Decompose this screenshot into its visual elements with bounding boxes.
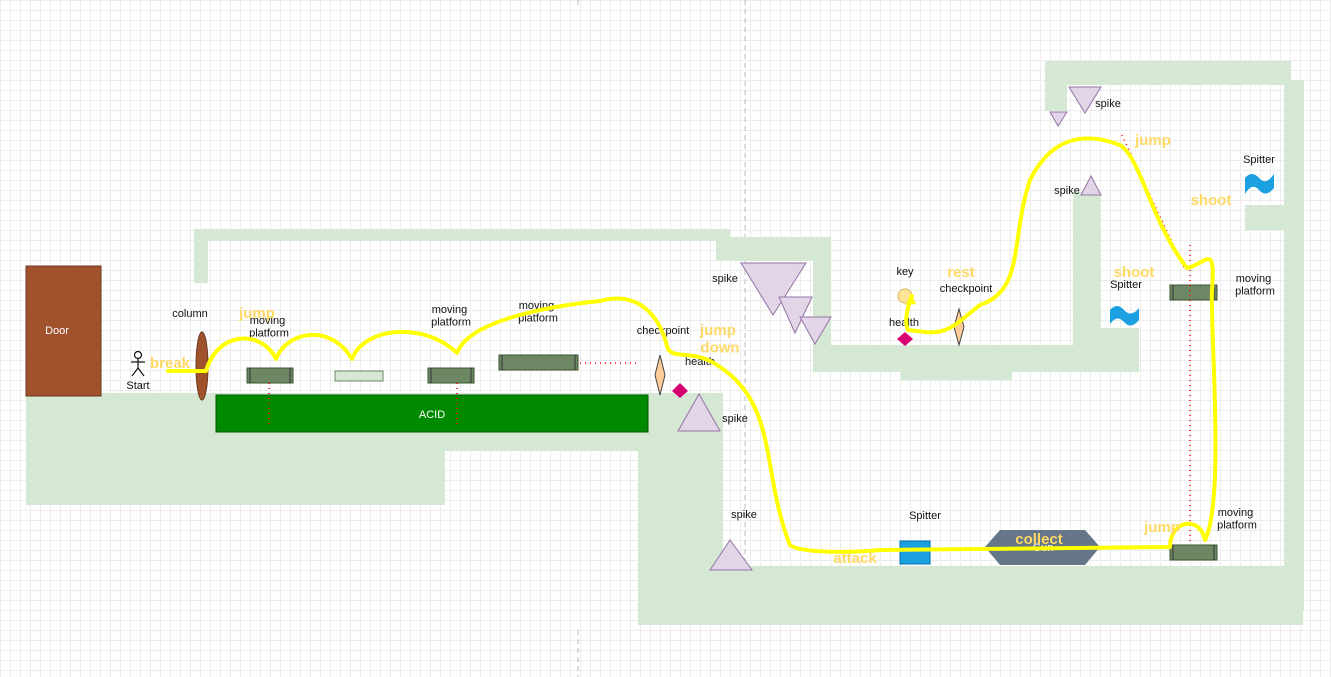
spitter-label: Spitter [1110, 279, 1142, 291]
moving-platform-label: moving platform [1217, 507, 1257, 532]
health-icon [897, 332, 913, 346]
start-icon [131, 350, 145, 377]
movement-guides [268, 134, 1191, 545]
action-collect: collect [1015, 531, 1063, 548]
action-jump-down-text: jump [699, 322, 736, 339]
moving-platform-label-text: moving [1218, 507, 1253, 519]
action-rest: rest [947, 264, 975, 281]
spitter-icon [899, 540, 931, 565]
column-label: column [172, 308, 207, 320]
action-jump-down: jump down [699, 322, 740, 356]
moving-platform-label: moving platform [431, 304, 471, 329]
action-shoot: shoot [1191, 192, 1232, 209]
action-jump: jump [238, 305, 275, 322]
moving-platform [246, 284, 1218, 561]
spike-label: spike [1095, 98, 1121, 110]
action-shoot: shoot [1114, 264, 1155, 281]
spike-label: spike [1054, 185, 1080, 197]
moving-platform-label: moving platform [1235, 273, 1275, 298]
action-break: break [150, 355, 191, 372]
player-path [166, 136, 1218, 554]
spike-label: spike [712, 273, 738, 285]
label-line-2: platform [431, 317, 471, 329]
health-icon [672, 383, 688, 398]
moving-platform-label-text: moving [432, 304, 467, 316]
action-jump: jump [1143, 519, 1180, 536]
start-label: Start [126, 380, 149, 392]
acid-label: ACID [419, 409, 445, 421]
label-line-2: platform [1217, 520, 1257, 532]
moving-platform-label: moving platform [249, 315, 289, 340]
action-attack: attack [833, 550, 877, 567]
label-line-2: down [700, 339, 739, 356]
spike-label: spike [731, 509, 757, 521]
checkpoint-label: checkpoint [940, 283, 993, 295]
key-label: key [896, 266, 914, 278]
terrain [26, 61, 1304, 625]
moving-platform-label-text: moving [1236, 273, 1271, 285]
spike-label: spike [722, 413, 748, 425]
spike-icon [677, 86, 1102, 571]
spitter-label: Spitter [1243, 154, 1275, 166]
spitter-icon [1245, 174, 1274, 194]
label-line-2: platform [249, 328, 289, 340]
label-line-2: platform [1235, 286, 1275, 298]
door-label: Door [45, 325, 69, 337]
acid-pool [215, 394, 649, 433]
checkpoint-icon [654, 354, 666, 396]
spitter-icon [1110, 306, 1139, 326]
moving-platform-label-text: moving [250, 315, 285, 327]
spitter-label: Spitter [909, 510, 941, 522]
checkpoint-icon [953, 307, 965, 347]
door [25, 265, 102, 397]
path-arrow [905, 296, 916, 305]
action-jump: jump [1134, 132, 1171, 149]
label-line-2: platform [518, 313, 558, 325]
health-label: health [889, 317, 919, 329]
